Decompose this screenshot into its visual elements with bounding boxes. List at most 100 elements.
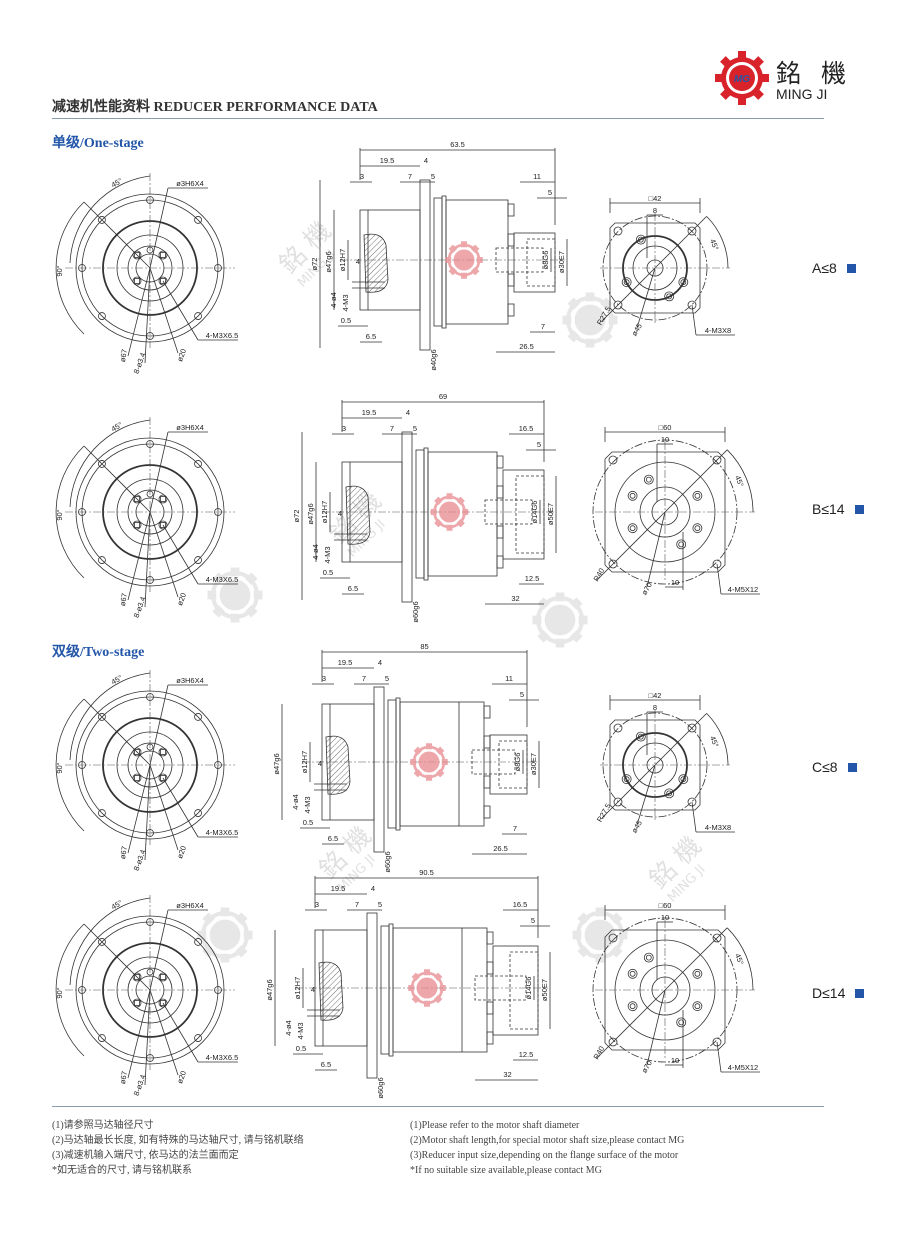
footer-divider bbox=[52, 1106, 824, 1107]
line bbox=[127, 764, 151, 854]
dimension-label: R40 bbox=[591, 1045, 606, 1061]
dimension-label: ø14G6 bbox=[530, 501, 539, 524]
dimension-label: ø3H6X4 bbox=[176, 676, 204, 685]
gear-center bbox=[574, 304, 606, 336]
gear-ring bbox=[201, 911, 249, 959]
gear-tooth bbox=[230, 613, 240, 623]
adapter-hole bbox=[676, 1017, 687, 1028]
square-flange bbox=[609, 719, 701, 811]
dimension-label: ø70 bbox=[640, 1059, 654, 1075]
gear-tooth bbox=[220, 953, 230, 963]
bolt-head bbox=[483, 735, 491, 749]
dimension-label: 19.5 bbox=[331, 884, 346, 893]
dimension-label: ø20 bbox=[175, 348, 188, 363]
dimension-label: ø50E7 bbox=[546, 503, 555, 525]
dimension-label: 11 bbox=[533, 172, 541, 181]
dimension-label: 4-M3 bbox=[323, 546, 332, 563]
dimension-label: 0.5 bbox=[296, 1044, 306, 1053]
corner-hole bbox=[608, 455, 618, 465]
dimension-label: 26.5 bbox=[493, 844, 508, 853]
note-line: (2)Motor shaft length,for special motor … bbox=[410, 1135, 685, 1146]
dimension-label: 12.5 bbox=[525, 574, 540, 583]
adapter-hole bbox=[692, 968, 703, 979]
dimension-label: 7 bbox=[513, 824, 517, 833]
note-line: (3)Reducer input size,depending on the f… bbox=[410, 1150, 679, 1161]
dimension-label: 4-M3 bbox=[341, 294, 350, 311]
dimension-label: 4-M3X6.5 bbox=[206, 331, 239, 340]
row-label-a: A≤8 bbox=[812, 260, 856, 276]
angle-arc bbox=[706, 216, 729, 269]
angle-arc bbox=[69, 175, 151, 264]
mount-hole bbox=[194, 216, 202, 224]
row-marker-square bbox=[846, 264, 856, 273]
pin-hole bbox=[146, 743, 154, 751]
dimension-label: ø20 bbox=[175, 592, 188, 607]
row-marker-square bbox=[854, 505, 864, 514]
corner-hole bbox=[712, 933, 722, 943]
gear-ring bbox=[447, 243, 481, 277]
dimension-label: 5 bbox=[431, 172, 435, 181]
output-shaft-bore bbox=[474, 975, 527, 1001]
note-line: (1)Please refer to the motor shaft diame… bbox=[410, 1120, 580, 1131]
row-label-b: B≤14 bbox=[812, 501, 864, 517]
watermark-gear-logo bbox=[430, 493, 469, 531]
dimension-label: 4 bbox=[356, 257, 360, 266]
line bbox=[664, 927, 728, 991]
dimension-label: ø60g6 bbox=[411, 601, 420, 622]
gear-tooth bbox=[585, 292, 595, 302]
bolt-head bbox=[496, 555, 504, 569]
threaded-hole bbox=[132, 747, 142, 757]
line bbox=[144, 989, 151, 1086]
angle-arc bbox=[69, 419, 151, 508]
adapter-hole bbox=[627, 523, 638, 534]
gear-tooth bbox=[608, 315, 618, 325]
dimension-label: ø12H7 bbox=[338, 249, 347, 272]
line bbox=[144, 511, 151, 608]
mount-hole bbox=[78, 264, 86, 272]
mount-hole bbox=[98, 809, 106, 817]
mount-hole bbox=[194, 809, 202, 817]
angle-arc bbox=[69, 672, 151, 761]
dimension-label: 3 bbox=[315, 900, 319, 909]
bolt-head bbox=[507, 233, 515, 247]
adapter-hole-inner bbox=[694, 492, 701, 499]
ming-ji-logo: MG bbox=[715, 51, 769, 105]
line bbox=[149, 684, 169, 766]
mount-hole bbox=[214, 264, 222, 272]
adapter-hole-inner bbox=[678, 1019, 685, 1026]
adapter-hole bbox=[678, 774, 689, 785]
dimension-label: ø30E7 bbox=[529, 753, 538, 775]
gear-tooth bbox=[577, 912, 590, 925]
mount-hole bbox=[146, 693, 154, 701]
threaded-hole-inner bbox=[160, 522, 166, 528]
dimension-label: 3 bbox=[342, 424, 346, 433]
gear-tooth bbox=[610, 912, 623, 925]
watermark-gear-logo bbox=[207, 567, 263, 623]
bolt-head bbox=[496, 525, 504, 539]
bolt-head bbox=[486, 931, 494, 945]
gear-center bbox=[584, 919, 616, 951]
threaded-hole-inner bbox=[134, 278, 140, 284]
mount-hole bbox=[146, 196, 154, 204]
gear-ring bbox=[433, 495, 466, 529]
adapter-hole bbox=[664, 788, 675, 799]
dimension-label: ø72 bbox=[310, 258, 319, 271]
adapter-hole-inner bbox=[629, 492, 636, 499]
gear-tooth bbox=[202, 912, 215, 925]
line bbox=[162, 777, 199, 838]
corner-hole bbox=[687, 797, 697, 807]
corner-hole bbox=[613, 300, 623, 310]
output-bore bbox=[526, 238, 556, 287]
output-bore bbox=[509, 951, 539, 1030]
mount-hole bbox=[98, 312, 106, 320]
mounting-flange bbox=[419, 179, 431, 351]
dimension-label: 4-M3X8 bbox=[705, 326, 731, 335]
angle-arc bbox=[726, 927, 754, 991]
adapter-hole-inner bbox=[694, 1003, 701, 1010]
adapter-hole-inner bbox=[629, 970, 636, 977]
adapter-hole-inner bbox=[637, 236, 644, 243]
threaded-hole bbox=[158, 773, 168, 783]
line bbox=[691, 801, 697, 833]
dimension-label: 4 bbox=[378, 658, 382, 667]
